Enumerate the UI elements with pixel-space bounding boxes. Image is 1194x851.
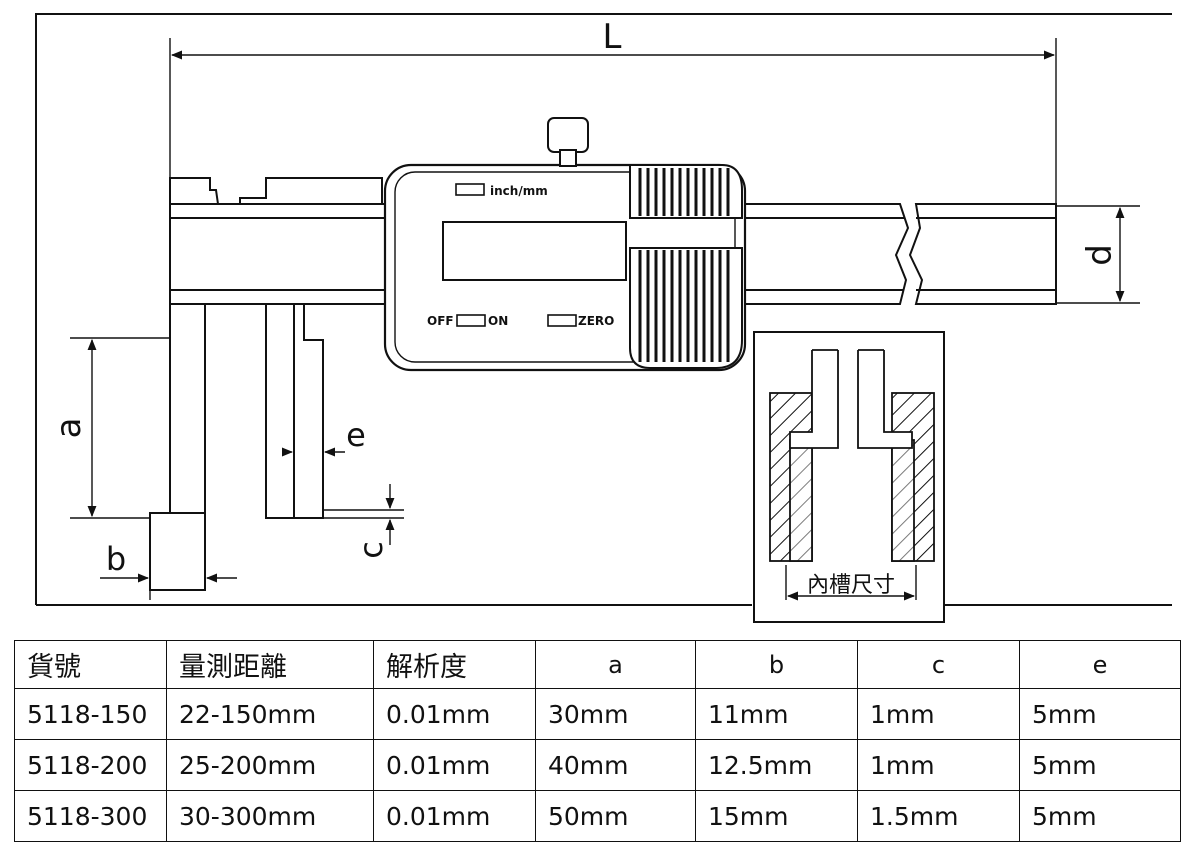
on-label: ON [488, 314, 508, 328]
lcd-screen [442, 221, 627, 281]
table-row: 5118-150 22-150mm 0.01mm 30mm 11mm 1mm 5… [14, 688, 1181, 740]
header-resolution: 解析度 [373, 640, 536, 689]
table-cell: 1.5mm [857, 790, 1020, 842]
digital-display-unit: inch/mm OFF ON ZERO [383, 117, 747, 372]
dimension-d: d [1056, 205, 1140, 304]
caliper-diagram: L inch/mm OFF ON ZERO [35, 13, 1172, 623]
table-cell: 25-200mm [166, 739, 374, 791]
header-a: a [535, 640, 696, 689]
dimension-c-label: c [352, 541, 390, 559]
table-cell: 5mm [1019, 790, 1181, 842]
header-range: 量測距離 [166, 640, 374, 689]
table-cell: 0.01mm [373, 739, 536, 791]
dimension-L-label: L [603, 17, 622, 57]
frame-border [35, 13, 1172, 606]
off-label: OFF [427, 314, 454, 328]
table-row: 5118-300 30-300mm 0.01mm 50mm 15mm 1.5mm… [14, 790, 1181, 842]
table-cell: 5mm [1019, 739, 1181, 791]
lower-jaws [149, 304, 324, 591]
table-cell: 1mm [857, 739, 1020, 791]
dimension-a-label: a [49, 418, 89, 439]
table-cell: 5118-200 [14, 739, 167, 791]
header-e: e [1019, 640, 1181, 689]
dimension-b-label: b [106, 540, 126, 578]
table-cell: 12.5mm [695, 739, 858, 791]
header-b: b [695, 640, 858, 689]
fixed-jaw [169, 177, 383, 205]
dimension-b: b [100, 520, 237, 600]
dimension-a: a [49, 337, 170, 519]
header-part-number: 貨號 [14, 640, 167, 689]
table-cell: 0.01mm [373, 790, 536, 842]
table-row: 5118-200 25-200mm 0.01mm 40mm 12.5mm 1mm… [14, 739, 1181, 791]
dimension-c: c [323, 484, 404, 559]
inset-caption: 內槽尺寸 [807, 573, 895, 598]
table-cell: 15mm [695, 790, 858, 842]
table-cell: 40mm [535, 739, 696, 791]
table-cell: 5118-300 [14, 790, 167, 842]
table-cell: 1mm [857, 688, 1020, 740]
table-header-row: 貨號 量測距離 解析度 a b c e [14, 640, 1181, 689]
table-cell: 11mm [695, 688, 858, 740]
table-cell: 0.01mm [373, 688, 536, 740]
table-cell: 30-300mm [166, 790, 374, 842]
table-cell: 22-150mm [166, 688, 374, 740]
inch-mm-label: inch/mm [490, 184, 548, 198]
table-cell: 5118-150 [14, 688, 167, 740]
spec-table: 貨號 量測距離 解析度 a b c e 5118-150 22-150mm 0.… [14, 640, 1181, 842]
dimension-e-label: e [346, 416, 366, 454]
groove-inset: 內槽尺寸 [753, 331, 945, 623]
table-cell: 5mm [1019, 688, 1181, 740]
header-c: c [857, 640, 1020, 689]
dimension-d-label: d [1080, 244, 1120, 266]
dimension-e: e [281, 416, 366, 518]
table-cell: 30mm [535, 688, 696, 740]
zero-label: ZERO [578, 314, 614, 328]
table-cell: 50mm [535, 790, 696, 842]
